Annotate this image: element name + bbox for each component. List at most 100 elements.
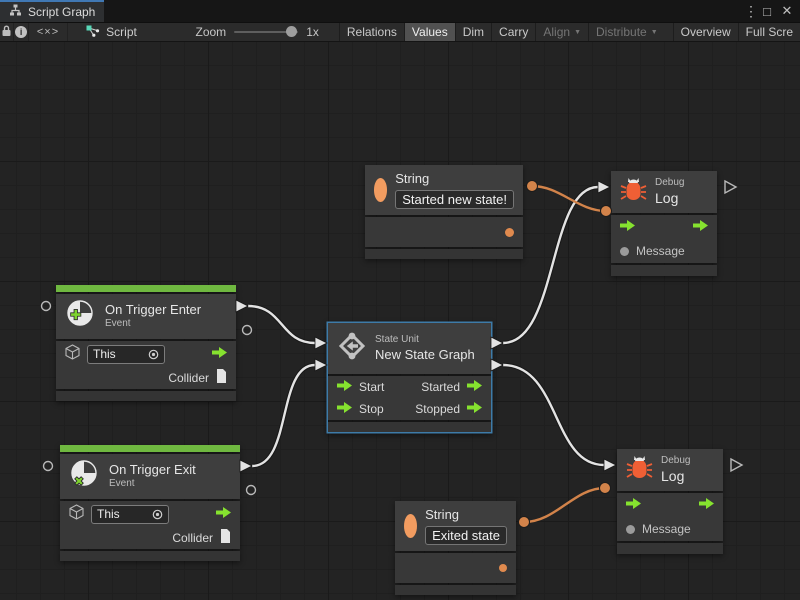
- node-string-top[interactable]: String Started new state!: [365, 165, 523, 260]
- cube-icon: [69, 503, 84, 525]
- node-debug-log-bottom[interactable]: Debug Log Message: [617, 449, 723, 554]
- node-header[interactable]: State Unit New State Graph: [328, 323, 491, 374]
- graph-canvas[interactable]: String Started new state!: [0, 42, 800, 600]
- zoom-slider-handle[interactable]: [286, 26, 298, 37]
- node-title: String: [425, 507, 460, 522]
- window-controls: ⋮ □ ✕: [744, 0, 796, 22]
- node-body: This Collider: [56, 341, 236, 389]
- port-circle-exit-target-in[interactable]: [42, 460, 54, 472]
- window-menu-icon[interactable]: ⋮: [744, 2, 758, 19]
- node-footer: [611, 265, 717, 276]
- port-circle-exit-collider-out[interactable]: [245, 484, 257, 496]
- toolbar-button-dim[interactable]: Dim: [454, 23, 491, 41]
- port-circle-enter-collider-out[interactable]: [241, 324, 253, 336]
- flow-in-arrow-icon[interactable]: [337, 378, 352, 396]
- port-dot-string-out[interactable]: [499, 564, 507, 573]
- node-title: On Trigger Enter: [105, 302, 202, 318]
- flow-out-arrow-icon[interactable]: [216, 505, 231, 523]
- flow-in-arrow-icon[interactable]: [337, 400, 352, 418]
- port-label: Message: [636, 244, 685, 258]
- wire-string-top-to-message[interactable]: [531, 184, 607, 213]
- flow-out-arrow-icon[interactable]: [699, 496, 714, 514]
- lock-button[interactable]: [0, 23, 15, 41]
- document-icon: [220, 528, 231, 548]
- flow-out-arrow-icon[interactable]: [212, 345, 227, 363]
- wire-end-dot: [600, 205, 612, 217]
- port-triangle-exit-out[interactable]: [239, 459, 253, 473]
- flow-out-arrow-icon[interactable]: [467, 400, 482, 418]
- node-title: Log: [655, 189, 679, 206]
- collider-port-row[interactable]: Collider: [56, 367, 236, 389]
- toolbar-button-overview[interactable]: Overview: [672, 23, 738, 41]
- state-machine-icon: [337, 331, 367, 366]
- maximize-icon[interactable]: □: [763, 3, 771, 19]
- message-port-row[interactable]: Message: [617, 517, 723, 541]
- port-triangle-enter-out[interactable]: [235, 299, 249, 313]
- port-dot-message-in[interactable]: [626, 524, 635, 534]
- message-port-row[interactable]: Message: [611, 239, 717, 263]
- zoom-label: Zoom: [195, 25, 227, 39]
- info-icon: i: [15, 26, 28, 38]
- node-state-unit[interactable]: State Unit New State Graph Start Started: [328, 323, 491, 432]
- node-subtitle: Event: [109, 478, 135, 490]
- port-circle-enter-target-in[interactable]: [40, 300, 52, 312]
- port-dot-message-in[interactable]: [620, 246, 629, 256]
- node-header[interactable]: String Started new state!: [365, 165, 523, 216]
- arrowhead-log-top-in: [597, 180, 611, 194]
- node-on-trigger-enter[interactable]: On Trigger Enter Event This: [56, 285, 236, 401]
- close-icon[interactable]: ✕: [781, 3, 793, 18]
- toolbar-button-carry[interactable]: Carry: [491, 23, 535, 41]
- toolbar-button-distribute[interactable]: Distribute ▼: [588, 23, 665, 41]
- node-subtitle: Debug: [661, 455, 691, 466]
- wire-enter-to-start[interactable]: [247, 304, 316, 345]
- cube-icon: [65, 343, 80, 365]
- object-picker-icon[interactable]: [152, 509, 163, 520]
- node-footer: [395, 585, 516, 596]
- node-port-row: [395, 553, 516, 584]
- node-on-trigger-exit[interactable]: On Trigger Exit Event This: [60, 445, 240, 561]
- node-title: String: [395, 171, 430, 186]
- object-picker-icon[interactable]: [148, 349, 159, 360]
- zoom-value: 1x: [306, 25, 319, 39]
- node-string-bottom[interactable]: String Exited state: [395, 501, 516, 596]
- port-triangle-started-out[interactable]: [490, 336, 504, 350]
- toolbar-button-relations[interactable]: Relations: [338, 23, 404, 41]
- string-value-field[interactable]: Started new state!: [395, 190, 514, 210]
- string-value-field[interactable]: Exited state: [425, 526, 507, 546]
- flow-in-arrow-icon[interactable]: [626, 496, 641, 514]
- collider-port-row[interactable]: Collider: [60, 527, 240, 549]
- node-header[interactable]: Debug Log: [611, 171, 717, 213]
- wire-stopped-to-log-bottom[interactable]: [502, 363, 605, 467]
- string-literal-icon: [374, 178, 388, 203]
- flow-out-arrow-icon[interactable]: [467, 378, 482, 396]
- port-triangle-stopped-out[interactable]: [490, 358, 504, 372]
- wire-exit-to-stop[interactable]: [251, 363, 316, 468]
- target-object-field[interactable]: This: [87, 344, 165, 364]
- target-object-field[interactable]: This: [91, 504, 169, 524]
- toolbar-button-values[interactable]: Values: [403, 23, 455, 41]
- wire-string-bottom-to-message[interactable]: [523, 486, 606, 524]
- info-button[interactable]: i: [14, 23, 29, 41]
- toolbar-button-fullscreen[interactable]: Full Scre: [737, 23, 800, 41]
- node-header[interactable]: On Trigger Enter Event: [56, 294, 236, 339]
- flow-out-arrow-icon[interactable]: [693, 218, 708, 236]
- node-header[interactable]: Debug Log: [617, 449, 723, 491]
- node-body: Message: [617, 493, 723, 541]
- flow-in-arrow-icon[interactable]: [620, 218, 635, 236]
- port-triangle-log-bottom-out[interactable]: [730, 457, 744, 473]
- node-header[interactable]: String Exited state: [395, 501, 516, 552]
- node-header[interactable]: On Trigger Exit Event: [60, 454, 240, 499]
- port-triangle-log-top-out[interactable]: [724, 179, 738, 195]
- graph-hierarchy-icon: [9, 3, 22, 21]
- graph-name-label: New Script Graph: [106, 23, 139, 41]
- flow-port-row: [611, 215, 717, 239]
- port-dot-string-out[interactable]: [505, 227, 514, 237]
- node-debug-log-top[interactable]: Debug Log Message: [611, 171, 717, 276]
- code-preview-button[interactable]: <×>: [29, 23, 69, 41]
- tab-script-graph[interactable]: Script Graph: [0, 0, 104, 22]
- zoom-slider[interactable]: [234, 26, 299, 37]
- node-body: This Collider: [60, 501, 240, 549]
- chevron-down-icon: ▼: [650, 28, 658, 36]
- chevron-down-icon: ▼: [574, 28, 582, 36]
- toolbar-button-align[interactable]: Align ▼: [535, 23, 588, 41]
